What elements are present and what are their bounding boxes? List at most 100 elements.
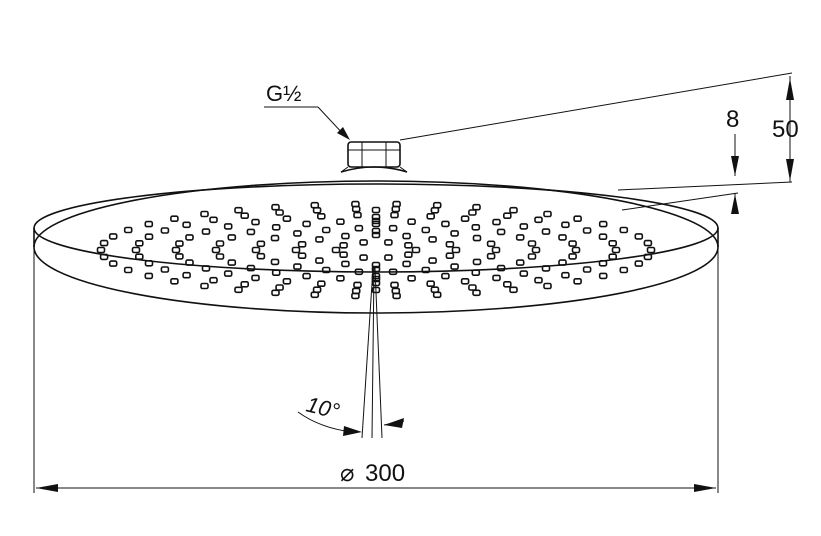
nozzle [430,286,440,294]
nozzle [123,226,133,234]
nozzle [371,206,381,214]
nozzle [256,240,266,248]
ext-line-top-connector [399,72,793,141]
nozzle [432,291,442,299]
nozzle [240,280,249,288]
nozzle [185,259,194,266]
nozzle [209,216,218,224]
nut-base [340,166,408,173]
shower-plate [33,180,719,314]
nozzle [201,265,211,272]
nozzle [531,246,541,254]
nozzle [297,252,307,259]
dim-8-arrow-top [731,156,739,176]
nut-body [347,141,401,168]
nozzle [598,233,608,240]
nozzle [582,227,592,234]
nozzle [271,269,281,277]
nozzle [215,253,225,260]
nozzle [611,246,621,254]
nozzle [509,206,518,214]
nozzle [302,272,311,280]
nozzle [371,231,381,239]
nozzle [421,226,431,234]
nozzle [392,292,401,300]
nozzle [200,282,209,290]
nozzle [341,232,350,240]
nozzle [426,213,436,220]
ext-line-plate-top [617,181,793,191]
nozzle [209,276,218,284]
nozzle [404,251,413,258]
nozzle [646,246,656,254]
nozzle [234,206,243,214]
nozzle [404,242,413,249]
nozzle [445,241,455,248]
nozzle [354,268,364,276]
nozzle [519,223,529,230]
nozzle [336,274,345,282]
nozzle [543,282,552,290]
nozzle [211,246,221,254]
diameter-value: 300 [365,460,405,487]
nozzle [460,215,470,222]
nozzle [643,239,653,247]
nozzle [561,221,570,229]
nozzle [472,289,481,297]
nozzle [619,266,629,274]
nozzle [371,217,381,225]
nozzle [108,260,118,267]
nozzle [234,286,243,294]
nozzle [582,266,592,273]
nozzle [302,220,311,228]
nozzle [450,230,459,237]
nozzle [223,270,233,277]
nozzle [353,281,362,289]
nozzle [310,291,320,299]
nozzle [471,224,481,231]
nut-base-right [399,166,408,173]
nozzle [371,213,381,221]
nozzle [293,230,302,237]
nozzle [291,246,301,254]
nozzle [568,253,577,260]
dim-8-arrow-bottom [731,194,739,214]
nozzle [215,240,225,247]
nozzle [643,253,653,261]
spray-ray-center [371,267,375,439]
nozzle [515,259,525,266]
nozzle [388,268,398,276]
nozzle [527,240,537,247]
nozzle [251,218,260,226]
nozzle [460,277,470,285]
nozzle [96,246,106,254]
ext-line-plate-rim [621,192,739,211]
nozzle [619,226,629,234]
nozzle [315,257,324,264]
spray-arc-arrow-left [343,426,362,436]
nozzle [351,200,360,208]
nozzle [227,234,237,241]
nozzle [384,239,393,246]
nozzle [486,240,496,248]
nozzle [492,218,501,226]
nozzle [275,209,284,216]
nozzle [527,253,537,260]
nozzle [471,269,481,277]
nozzle [336,218,345,225]
nozzle [293,263,302,270]
nozzle [492,274,501,282]
nozzle [123,266,133,274]
nozzle [256,252,266,260]
nozzle [573,215,582,222]
nozzle [421,266,431,274]
nozzle [182,271,191,279]
nozzle [407,274,416,282]
nozzle-field [96,200,656,300]
nozzle [339,242,348,249]
nozzle [201,228,211,235]
nozzle [170,215,179,222]
nozzle [441,220,450,228]
nozzle [432,201,442,209]
